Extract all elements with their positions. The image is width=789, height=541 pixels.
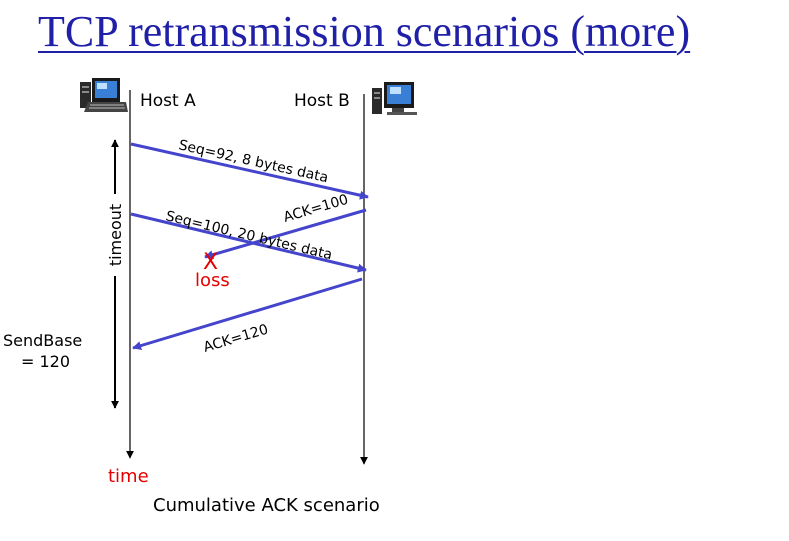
ack100-arrow [204, 208, 367, 260]
timeout-label: timeout [106, 204, 125, 266]
host-b-computer-icon [372, 82, 417, 115]
time-axis-label: time [108, 466, 149, 487]
ack120-arrow [132, 277, 363, 350]
slide-title: TCP retransmission scenarios (more) [38, 7, 691, 56]
ack120-label: ACK=120 [202, 322, 271, 356]
host-a-computer-icon [80, 78, 128, 112]
segment-seq92-arrow [130, 142, 369, 200]
host-b-label: Host B [294, 91, 350, 111]
host-a-label: Host A [140, 91, 196, 111]
loss-x-mark: X [203, 250, 218, 275]
ack100-label: ACK=100 [282, 192, 351, 226]
segment-seq100-arrow [130, 212, 367, 273]
segment-seq92-label: Seq=92, 8 bytes data [177, 137, 330, 186]
diagram-caption: Cumulative ACK scenario [153, 495, 380, 516]
loss-label: loss [195, 270, 230, 291]
sendbase-label-line1: SendBase [3, 331, 82, 350]
sendbase-label-line2: = 120 [21, 352, 70, 371]
